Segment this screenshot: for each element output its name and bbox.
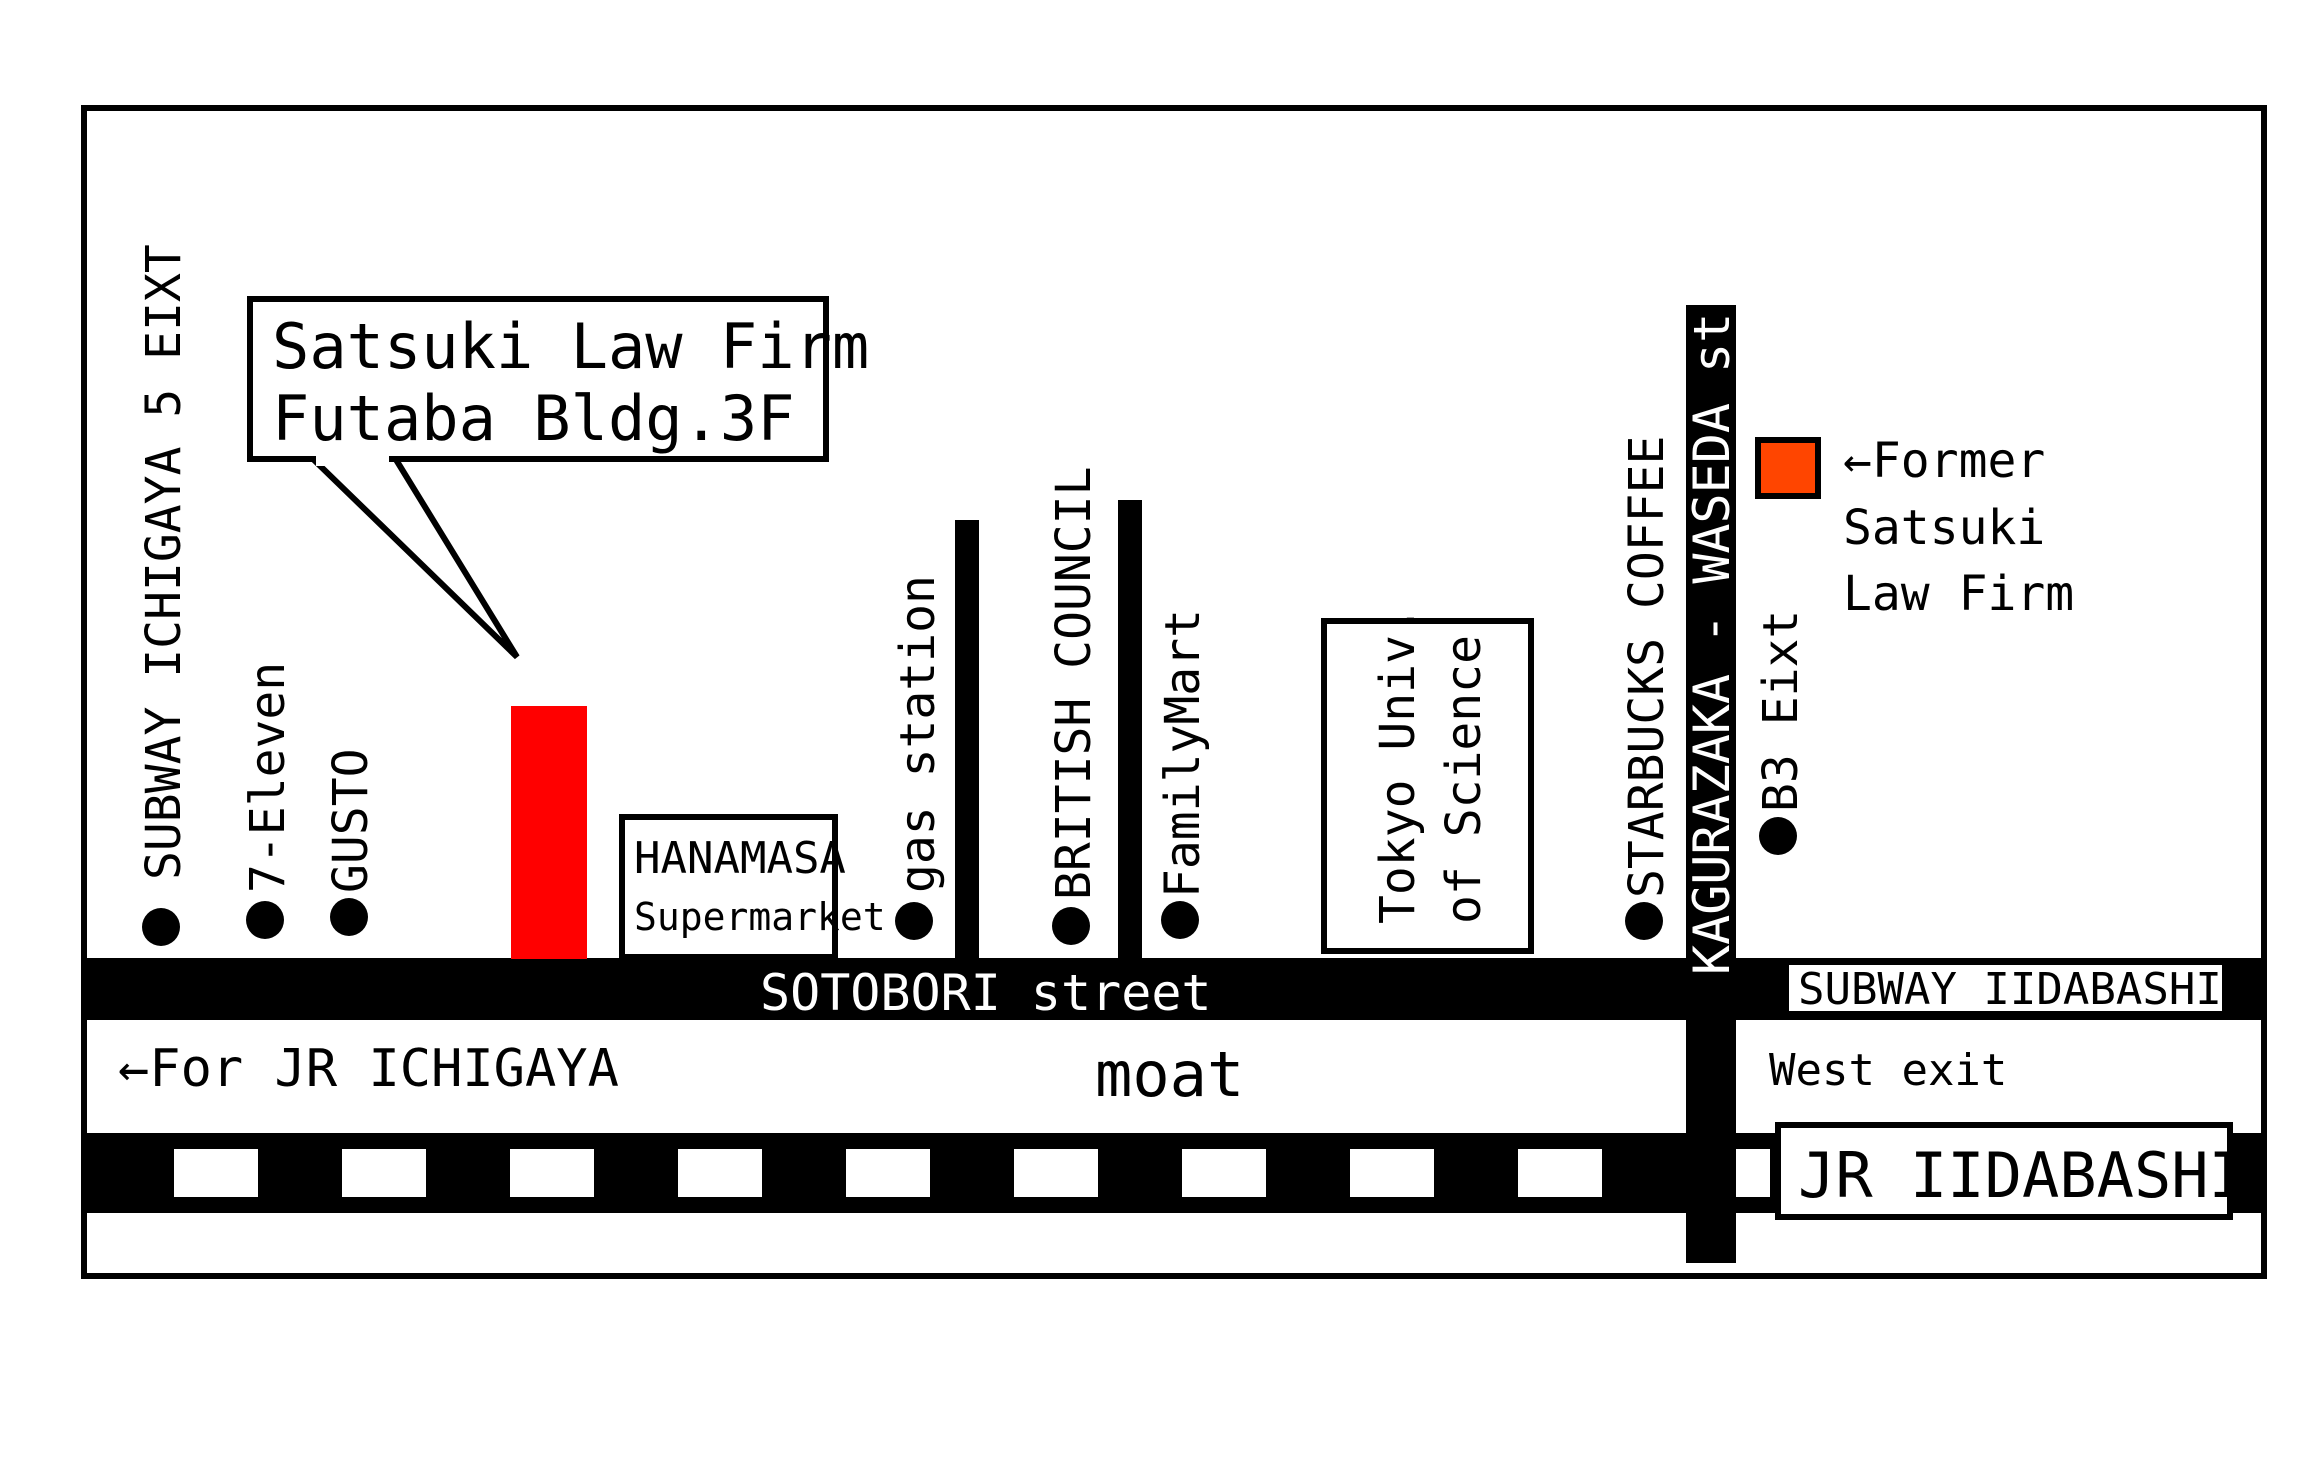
former-firm-line-3: Law Firm <box>1843 566 2074 622</box>
british-council-label: BRITISH COUNCIL <box>1046 467 1102 900</box>
subway-iidabashi-box <box>1789 965 2222 1011</box>
seven-eleven-dot <box>246 901 284 939</box>
starbucks-label: STARBUCKS COFFEE <box>1619 436 1675 898</box>
gas-station-dot <box>895 902 933 940</box>
subway-iidabashi-label: SUBWAY IIDABASHI <box>1798 964 2222 1015</box>
railway-tie <box>1182 1149 1266 1197</box>
subway-ichigaya-label: SUBWAY ICHIGAYA 5 EIXT <box>136 244 192 880</box>
jr-iidabashi-label: JR IIDABASHI <box>1798 1139 2246 1212</box>
callout-line-1: Satsuki Law Firm <box>272 310 869 383</box>
kagurazaka-waseda-street <box>1686 305 1736 1263</box>
sotobori-street-label: SOTOBORI street <box>760 964 1212 1022</box>
railway-tie <box>342 1149 426 1197</box>
hanamasa-box <box>619 814 838 960</box>
railway-tie <box>1350 1149 1434 1197</box>
jr-iidabashi-box <box>1775 1122 2233 1220</box>
gas-station-label: gas station <box>890 575 946 893</box>
hanamasa-sub-label: Supermarket <box>634 895 886 939</box>
tokyo-univ-science-box <box>1321 618 1534 954</box>
former-firm-line-2: Satsuki <box>1843 500 2045 556</box>
gusto-label: GUSTO <box>323 749 379 894</box>
b3-exit-label: B3 Eixt <box>1753 610 1809 812</box>
subway-ichigaya-dot <box>142 908 180 946</box>
seven-eleven-label: 7-Eleven <box>240 662 296 893</box>
familymart-label: FamilyMart <box>1155 609 1211 898</box>
for-jr-ichigaya-label: ←For JR ICHIGAYA <box>118 1039 619 1099</box>
hanamasa-label: HANAMASA <box>634 833 846 884</box>
side-street-gas-station <box>955 520 979 960</box>
tokyo-univ-label-2: of Science <box>1436 635 1492 924</box>
gusto-dot <box>330 898 368 936</box>
callout-line-2: Futaba Bldg.3F <box>272 382 795 455</box>
b3-exit-dot <box>1759 817 1797 855</box>
satsuki-law-firm-building <box>511 706 587 959</box>
side-street-british-council <box>1118 500 1142 958</box>
railway-tie <box>510 1149 594 1197</box>
former-office-building <box>1755 437 1821 499</box>
familymart-dot <box>1161 901 1199 939</box>
kagurazaka-street-label: KAGURAZAKA - WASEDA street <box>1683 192 1741 975</box>
callout-box <box>247 296 829 462</box>
railway-tie <box>174 1149 258 1197</box>
british-council-dot <box>1052 907 1090 945</box>
callout-join <box>316 452 389 466</box>
west-exit-label: West exit <box>1769 1045 2007 1096</box>
starbucks-dot <box>1625 902 1663 940</box>
tokyo-univ-label-1: Tokyo Univ. <box>1370 606 1426 924</box>
former-firm-line-1: ←Former <box>1843 433 2045 489</box>
railway-tie <box>1518 1149 1602 1197</box>
railway-tie <box>1014 1149 1098 1197</box>
moat-label: moat <box>1095 1038 1244 1111</box>
railway-tie <box>846 1149 930 1197</box>
railway-tie <box>678 1149 762 1197</box>
